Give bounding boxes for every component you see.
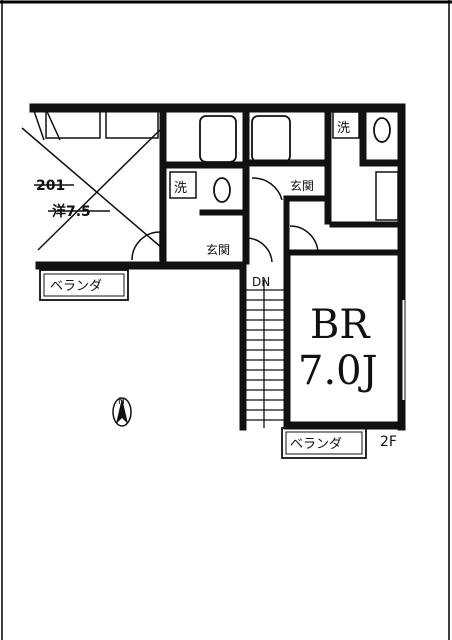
door-swing-stair: [245, 237, 273, 263]
entrance-label-right: 玄関: [290, 178, 314, 193]
door-swing-br: [289, 225, 319, 255]
door-swing-201: [131, 231, 161, 261]
room-size-label: 7.0J: [298, 348, 378, 394]
washer-box-201: [169, 171, 197, 199]
veranda-201: [39, 269, 129, 301]
veranda-br: [281, 427, 367, 459]
door-swing-entrance: [251, 177, 283, 201]
wash-label-right: 洗: [337, 121, 350, 136]
sink-201: [105, 109, 159, 139]
bathtub-right: [251, 115, 291, 163]
floor-label: 2F: [380, 434, 397, 450]
room-type-label: BR: [310, 302, 371, 348]
toilet-right: [373, 117, 391, 143]
kitchen-counter-201: [45, 109, 101, 139]
veranda-label-201: ベランダ: [50, 279, 102, 294]
kitchen-sink-right: [375, 171, 399, 221]
compass-needle: [116, 398, 128, 424]
stair-treads: [246, 280, 284, 428]
entrance-label-left: 玄関: [206, 242, 230, 257]
washer-box-right: [332, 111, 360, 139]
wash-label-201: 洗: [174, 181, 187, 196]
stair-down-label: DN: [252, 275, 270, 289]
bathtub-left: [199, 115, 237, 163]
compass-north-label: N: [118, 397, 125, 407]
toilet-left: [213, 177, 231, 203]
veranda-201-inner: [43, 273, 125, 297]
veranda-label-br: ベランダ: [290, 437, 342, 452]
veranda-br-inner: [285, 431, 363, 455]
unit-201-crossout: [21, 104, 166, 251]
unit-201-number: 201: [36, 178, 65, 194]
